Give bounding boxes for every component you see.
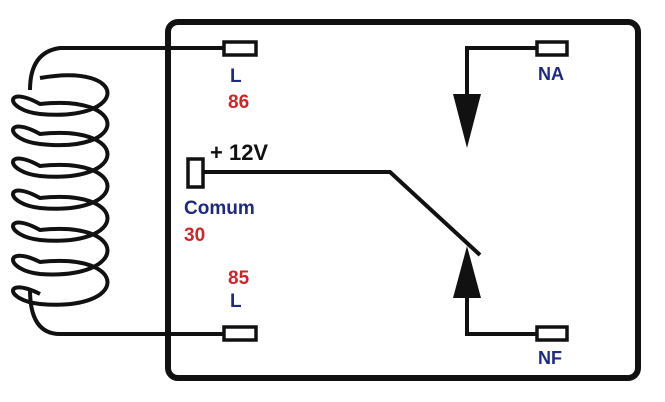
coil-winding: [11, 73, 110, 307]
na-label: NA: [538, 64, 564, 84]
nf-label: NF: [538, 348, 562, 368]
supply-label: + 12V: [210, 140, 268, 165]
terminal-86: [222, 40, 258, 57]
coil-top-number: 86: [228, 92, 249, 113]
coil-top-lead: [28, 46, 224, 91]
coil-bottom-lead: [28, 289, 224, 336]
na-arrow-icon: [453, 94, 481, 148]
relay-housing: [165, 19, 641, 381]
terminal-85: [222, 325, 258, 342]
terminal-nf: [535, 325, 569, 342]
coil: [11, 46, 224, 336]
na-wire: [465, 46, 537, 110]
nf-arrow-icon: [453, 246, 481, 298]
coil-top-letter: L: [230, 66, 242, 87]
nf-wire: [465, 282, 537, 336]
terminal-na: [535, 40, 569, 57]
coil-bottom-number: 85: [228, 268, 250, 289]
common-label: Comum: [184, 198, 255, 219]
coil-bottom-letter: L: [230, 291, 242, 312]
common-wire: [203, 170, 482, 257]
terminal-30: [186, 157, 205, 189]
common-number: 30: [184, 225, 205, 246]
